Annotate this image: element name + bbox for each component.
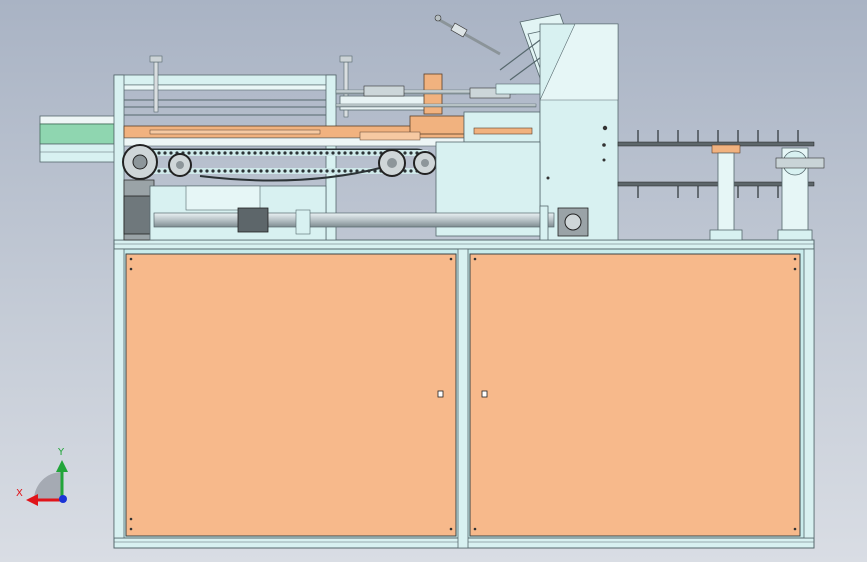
axis-triad[interactable]: Y X [16,447,68,506]
base-top-rail [113,239,815,250]
main-shaft [153,212,555,228]
door-panel-right[interactable] [469,253,801,537]
shaft-bearing-right [557,207,589,237]
upper-frame [113,55,353,241]
sprocket-right [378,149,437,177]
door-handle-left[interactable] [437,390,444,398]
infeed-conveyor [39,115,121,163]
x-axis-arrow [26,494,38,506]
machine-base-cabinet [113,239,815,549]
lower-drive [123,179,589,241]
shaft-coupling [237,207,311,235]
x-axis-label: X [16,488,23,499]
base-left-post [113,248,125,539]
y-axis-label: Y [57,447,65,458]
base-center-post [457,248,469,549]
y-axis-arrow [56,460,68,472]
z-axis-dot [59,495,67,503]
infeed-belt [39,123,115,145]
magazine-adjust-screw[interactable] [434,14,501,56]
carriage-assembly [123,73,541,147]
panel-screws [129,257,797,531]
outfeed-motor [775,147,825,241]
door-panel-left[interactable] [125,253,457,537]
base-right-post [803,248,815,539]
sprocket-left [122,144,158,180]
door-handle-right[interactable] [481,390,488,398]
outfeed-conveyor [617,130,825,241]
sprocket-center [168,153,192,177]
right-tower [539,23,619,241]
triad-floor-wedge [34,472,62,500]
